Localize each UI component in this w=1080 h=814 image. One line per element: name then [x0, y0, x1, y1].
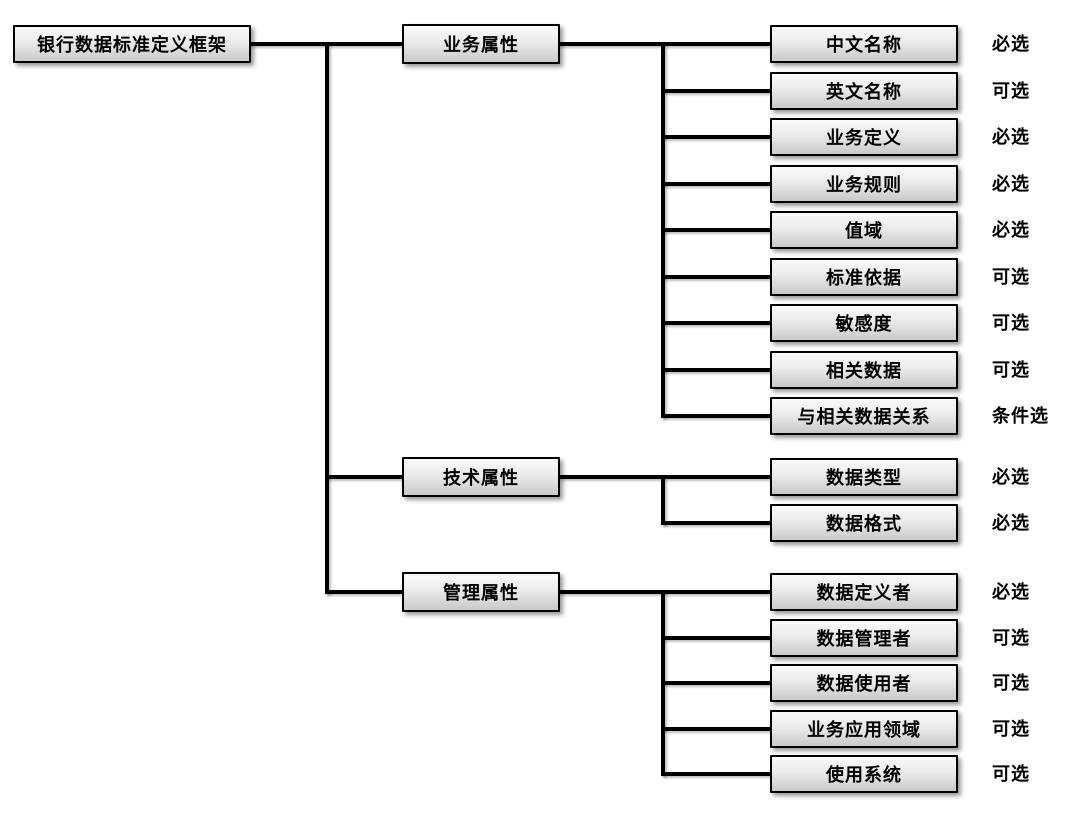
connector-trunk-to-management	[325, 590, 402, 594]
leaf-node-data-type: 数据类型	[770, 458, 958, 496]
leaf-node-using-system: 使用系统	[770, 755, 958, 793]
requirement-label: 可选	[992, 628, 1030, 648]
connector-business-leaf8	[661, 368, 770, 372]
leaf-node-business-application-domain: 业务应用领域	[770, 710, 958, 748]
leaf-node-business-rules: 业务规则	[770, 165, 958, 203]
root-node-framework: 银行数据标准定义框架	[13, 25, 251, 63]
leaf-node-english-name: 英文名称	[770, 72, 958, 110]
leaf-node-business-definition: 业务定义	[770, 118, 958, 156]
connector-trunk-main	[325, 42, 329, 594]
leaf-node-data-format: 数据格式	[770, 504, 958, 542]
requirement-label: 可选	[992, 313, 1030, 333]
leaf-node-related-data: 相关数据	[770, 351, 958, 389]
category-node-business-attributes: 业务属性	[402, 24, 560, 64]
connector-business-leaf9	[661, 414, 770, 418]
leaf-node-related-data-relationship: 与相关数据关系	[770, 397, 958, 435]
category-node-technical-attributes: 技术属性	[402, 457, 560, 497]
connector-business-leaf2	[661, 89, 770, 93]
connector-business-leaf4	[661, 182, 770, 186]
requirement-label: 可选	[992, 360, 1030, 380]
leaf-node-chinese-name: 中文名称	[770, 25, 958, 63]
requirement-label: 条件选	[992, 406, 1049, 426]
leaf-node-data-user: 数据使用者	[770, 664, 958, 702]
connector-business-leaf6	[661, 275, 770, 279]
connector-management-leaf4	[661, 727, 770, 731]
leaf-node-data-definer: 数据定义者	[770, 573, 958, 611]
requirement-label: 必选	[992, 174, 1030, 194]
connector-business-leaf3	[661, 135, 770, 139]
leaf-node-value-domain: 值域	[770, 211, 958, 249]
requirement-label: 必选	[992, 513, 1030, 533]
connector-management-leaf2	[661, 636, 770, 640]
connector-trunk-to-technical	[325, 475, 402, 479]
connector-management-leaf3	[661, 681, 770, 685]
connector-business-leaf7	[661, 321, 770, 325]
requirement-label: 必选	[992, 220, 1030, 240]
leaf-node-standard-basis: 标准依据	[770, 258, 958, 296]
requirement-label: 必选	[992, 467, 1030, 487]
requirement-label: 可选	[992, 267, 1030, 287]
requirement-label: 可选	[992, 719, 1030, 739]
leaf-node-data-manager: 数据管理者	[770, 619, 958, 657]
requirement-label: 可选	[992, 764, 1030, 784]
requirement-label: 必选	[992, 127, 1030, 147]
connector-business-leaf5	[661, 228, 770, 232]
connector-trunk-technical	[661, 475, 665, 525]
requirement-label: 必选	[992, 582, 1030, 602]
requirement-label: 可选	[992, 81, 1030, 101]
category-node-management-attributes: 管理属性	[402, 572, 560, 612]
connector-management-leaf5	[661, 772, 770, 776]
connector-technical-leaf2	[661, 521, 770, 525]
requirement-label: 必选	[992, 34, 1030, 54]
requirement-label: 可选	[992, 673, 1030, 693]
leaf-node-sensitivity: 敏感度	[770, 304, 958, 342]
